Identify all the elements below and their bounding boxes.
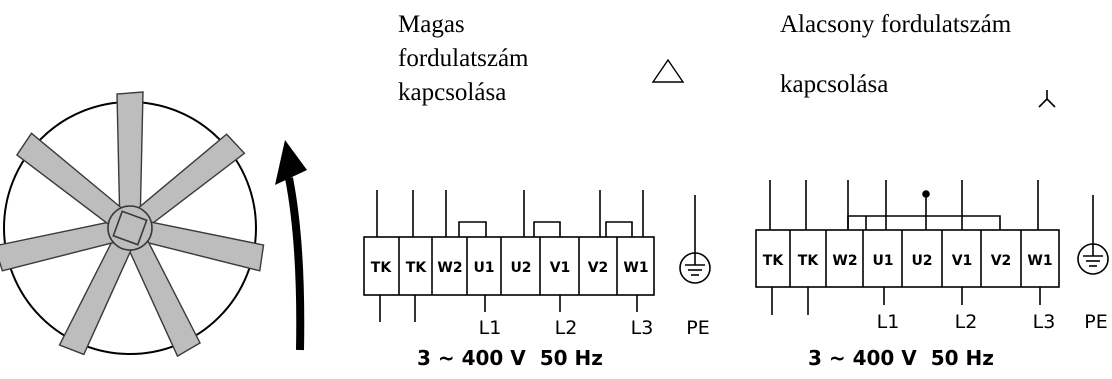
line-label: L2 (955, 311, 978, 333)
heading-line: Magas (398, 11, 465, 38)
terminal-label: V2 (588, 260, 609, 276)
line-label: L1 (479, 317, 502, 339)
star-icon (1038, 90, 1056, 108)
line-label: L3 (1033, 311, 1056, 333)
fan-hub-square (112, 210, 148, 246)
terminal-label: TK (371, 260, 393, 276)
fan-icon (0, 91, 265, 358)
rotation-arrow-icon (275, 140, 307, 351)
terminal-label: V1 (550, 260, 571, 276)
low-speed-heading: Alacsony fordulatszám (780, 8, 1011, 42)
terminal-label: TK (763, 253, 785, 269)
earth-label: PE (686, 317, 709, 339)
terminal-label: U2 (510, 260, 531, 276)
terminal-label: U2 (911, 253, 932, 269)
low-speed-supply: 3 ~ 400 V 50 Hz (808, 346, 994, 370)
terminal-label: TK (406, 260, 428, 276)
earth-icon (1077, 195, 1109, 275)
high-speed-heading: Magas fordulatszám kapcsolása (398, 8, 529, 110)
terminal-label: W2 (437, 260, 462, 276)
heading-line: kapcsolása (780, 71, 889, 98)
heading-line: Alacsony fordulatszám (780, 11, 1012, 38)
line-label: L1 (877, 311, 900, 333)
terminal-label: U1 (473, 260, 494, 276)
heading-line: kapcsolása (398, 79, 507, 106)
high-speed-supply: 3 ~ 400 V 50 Hz (417, 346, 603, 370)
terminal-label: U1 (872, 253, 893, 269)
earth-label: PE (1084, 311, 1107, 333)
fan-blades (0, 91, 265, 358)
line-label: L2 (555, 317, 578, 339)
delta-icon (651, 58, 685, 83)
terminal-label: W1 (623, 260, 648, 276)
low-speed-terminal-block (755, 180, 1060, 315)
terminal-label: W1 (1027, 253, 1052, 269)
terminal-label: TK (798, 253, 820, 269)
terminal-label: V1 (952, 253, 973, 269)
heading-line: fordulatszám (398, 45, 529, 72)
earth-icon (679, 195, 711, 284)
high-speed-terminal-block (363, 190, 655, 322)
terminal-label: V2 (991, 253, 1012, 269)
low-speed-heading-2: kapcsolása (780, 68, 888, 102)
line-label: L3 (631, 317, 654, 339)
terminal-label: W2 (832, 253, 857, 269)
